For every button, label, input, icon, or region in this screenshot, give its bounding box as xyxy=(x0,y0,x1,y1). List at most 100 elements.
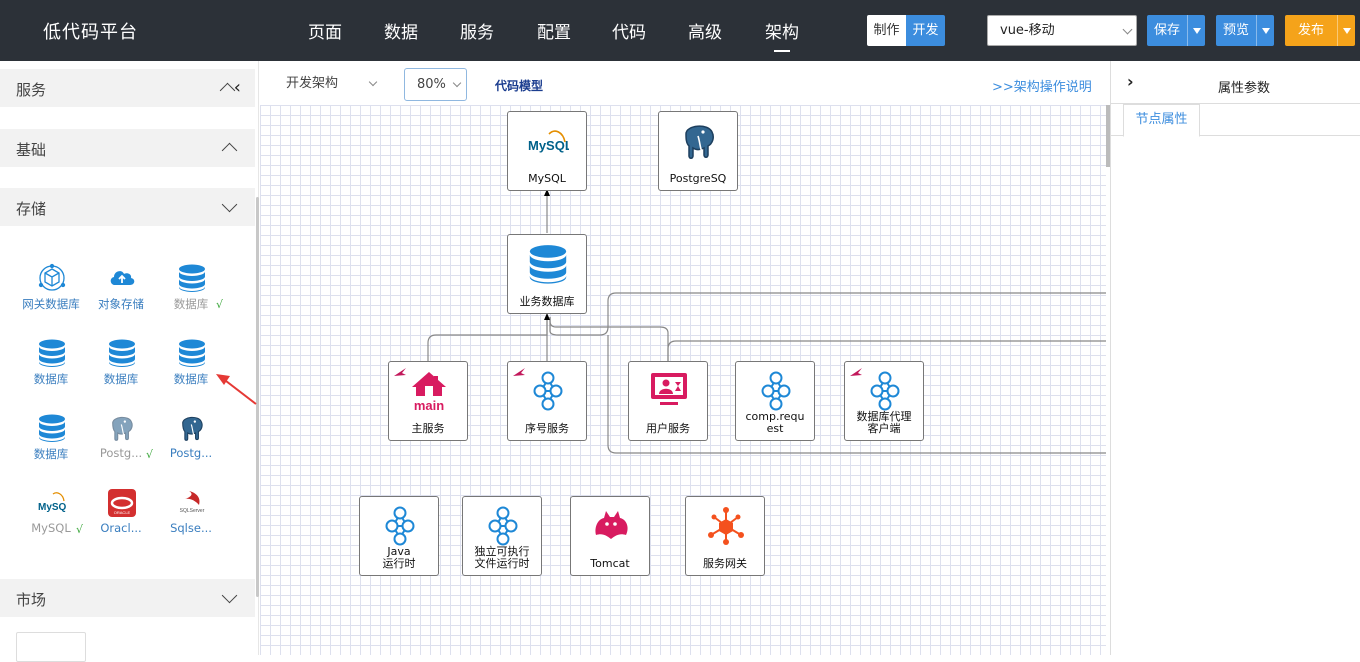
service-network-icon xyxy=(379,505,421,547)
gateway-icon xyxy=(708,507,744,545)
arrowhead-mysql xyxy=(544,189,550,196)
svg-text:MySQL: MySQL xyxy=(38,502,67,513)
palette-label: Oracl... xyxy=(100,521,142,535)
svg-text:ORACLE: ORACLE xyxy=(114,510,131,515)
node-mysql[interactable]: MySQL MySQL xyxy=(507,111,587,191)
node-label: 服务网关 xyxy=(703,557,747,570)
preview-button[interactable]: 预览 xyxy=(1222,23,1249,38)
node-label: 独立可执行文件运行时 xyxy=(474,545,530,570)
palette-sqlserver[interactable]: SQLServer Sqlse... xyxy=(158,488,224,544)
architecture-canvas[interactable]: MySQL MySQL PostgreSQ 业务数据库 main 主服务 序号服… xyxy=(260,105,1106,655)
node-service-gateway[interactable]: 服务网关 xyxy=(685,496,765,576)
palette-database[interactable]: 数据库 xyxy=(18,338,84,394)
edge-user-bizdb xyxy=(549,317,669,361)
nav-pages[interactable]: 页面 xyxy=(308,23,342,43)
palette-database[interactable]: 数据库 xyxy=(158,263,224,319)
node-main-service[interactable]: main 主服务 xyxy=(388,361,468,441)
chevron-down-icon xyxy=(221,196,238,213)
publish-dropdown-icon[interactable] xyxy=(1337,15,1355,46)
section-service[interactable]: 服务 ‹ xyxy=(0,69,255,107)
node-business-database[interactable]: 业务数据库 xyxy=(507,234,587,314)
node-executable-runtime[interactable]: 独立可执行文件运行时 xyxy=(462,496,542,576)
architecture-help-link[interactable]: >>架构操作说明 xyxy=(992,80,1092,95)
preview-split-button: 预览 xyxy=(1216,15,1274,46)
publish-button[interactable]: 发布 xyxy=(1297,23,1324,38)
node-user-service[interactable]: 用户服务 xyxy=(628,361,708,441)
publish-split-button: 发布 xyxy=(1285,15,1355,46)
palette-mysql[interactable]: MySQL MySQL xyxy=(18,488,84,544)
section-storage[interactable]: 存储 xyxy=(0,188,255,226)
app-title: 低代码平台 xyxy=(43,22,138,43)
node-sequence-service[interactable]: 序号服务 xyxy=(507,361,587,441)
palette-label: Postg... xyxy=(169,446,213,460)
node-postgresql[interactable]: PostgreSQ xyxy=(658,111,738,191)
nav-data[interactable]: 数据 xyxy=(384,23,418,43)
mode-make-button[interactable]: 制作 xyxy=(867,15,906,46)
palette-object-storage[interactable]: 对象存储 xyxy=(88,263,154,319)
architecture-mode-select[interactable]: 开发架构 xyxy=(274,68,386,101)
flag-icon xyxy=(849,367,863,377)
nav-config[interactable]: 配置 xyxy=(537,23,571,43)
service-network-icon xyxy=(482,505,524,547)
top-bar: 低代码平台 页面 数据 服务 配置 代码 高级 架构 制作 开发 vue-移动 … xyxy=(0,0,1360,61)
edge-right-bottom xyxy=(607,335,1106,454)
nav-services[interactable]: 服务 xyxy=(460,23,494,43)
collapse-sidebar-icon[interactable]: ‹ xyxy=(233,77,241,98)
palette-database[interactable]: 数据库 xyxy=(18,413,84,469)
database-icon xyxy=(177,338,207,368)
code-model-link[interactable]: 代码模型 xyxy=(495,79,544,93)
palette-oracle[interactable]: ORACLE Oracl... xyxy=(88,488,154,544)
user-screen-icon xyxy=(651,373,687,405)
sidebar-scrollbar[interactable] xyxy=(256,197,259,597)
palette-database[interactable]: 数据库 xyxy=(158,338,224,394)
palette-postgresql[interactable]: Postg... xyxy=(88,413,154,469)
save-button[interactable]: 保存 xyxy=(1153,23,1180,38)
mode-dev-button[interactable]: 开发 xyxy=(906,15,945,46)
flag-icon xyxy=(512,367,526,377)
edge-right-top xyxy=(549,292,1106,336)
palette-postgresql[interactable]: Postg... xyxy=(158,413,224,469)
section-title: 市场 xyxy=(16,591,47,609)
canvas-scrollbar[interactable] xyxy=(1106,105,1110,167)
save-dropdown-icon[interactable] xyxy=(1187,15,1205,46)
section-basic[interactable]: 基础 xyxy=(0,129,255,167)
zoom-select[interactable]: 80% xyxy=(404,68,467,101)
tab-node-properties[interactable]: 节点属性 xyxy=(1123,104,1200,137)
nav-architecture[interactable]: 架构 xyxy=(765,18,799,52)
postgresql-icon xyxy=(107,413,137,443)
nav-code[interactable]: 代码 xyxy=(612,23,646,43)
palette-label: 数据库 xyxy=(173,372,209,386)
mode-toggle: 制作 开发 xyxy=(867,15,945,46)
mysql-icon: MySQL xyxy=(38,492,67,513)
palette-label: 数据库 xyxy=(33,447,69,461)
edge-user-right xyxy=(667,340,1106,361)
sqlserver-icon: SQLServer xyxy=(180,491,205,514)
service-network-icon xyxy=(755,370,797,412)
chevron-right-icon[interactable]: › xyxy=(1127,72,1134,91)
mysql-icon: MySQL xyxy=(528,130,569,153)
nav-advanced[interactable]: 高级 xyxy=(688,23,722,43)
palette-label: 数据库 xyxy=(173,297,209,311)
node-tomcat[interactable]: Tomcat xyxy=(570,496,650,576)
section-market[interactable]: 市场 xyxy=(0,579,255,617)
app-select[interactable]: vue-移动 xyxy=(987,15,1137,46)
chevron-down-icon xyxy=(221,587,238,604)
node-database-proxy-client[interactable]: 数据库代理客户端 xyxy=(844,361,924,441)
node-label: 序号服务 xyxy=(525,422,569,435)
cloud-upload-icon xyxy=(110,271,135,285)
main-service-icon: main xyxy=(412,372,446,412)
svg-text:SQLServer: SQLServer xyxy=(180,508,205,514)
node-label: 业务数据库 xyxy=(519,295,575,308)
flag-icon xyxy=(393,367,407,377)
chevron-down-icon xyxy=(368,77,378,87)
palette-database[interactable]: 数据库 xyxy=(88,338,154,394)
node-label: 用户服务 xyxy=(646,422,690,435)
gateway-database-icon xyxy=(38,263,66,291)
app-select-value: vue-移动 xyxy=(1000,23,1055,38)
node-label: PostgreSQ xyxy=(669,172,727,185)
market-item[interactable] xyxy=(16,632,86,662)
preview-dropdown-icon[interactable] xyxy=(1256,15,1274,46)
palette-gateway-database[interactable]: 网关数据库 xyxy=(18,263,84,319)
